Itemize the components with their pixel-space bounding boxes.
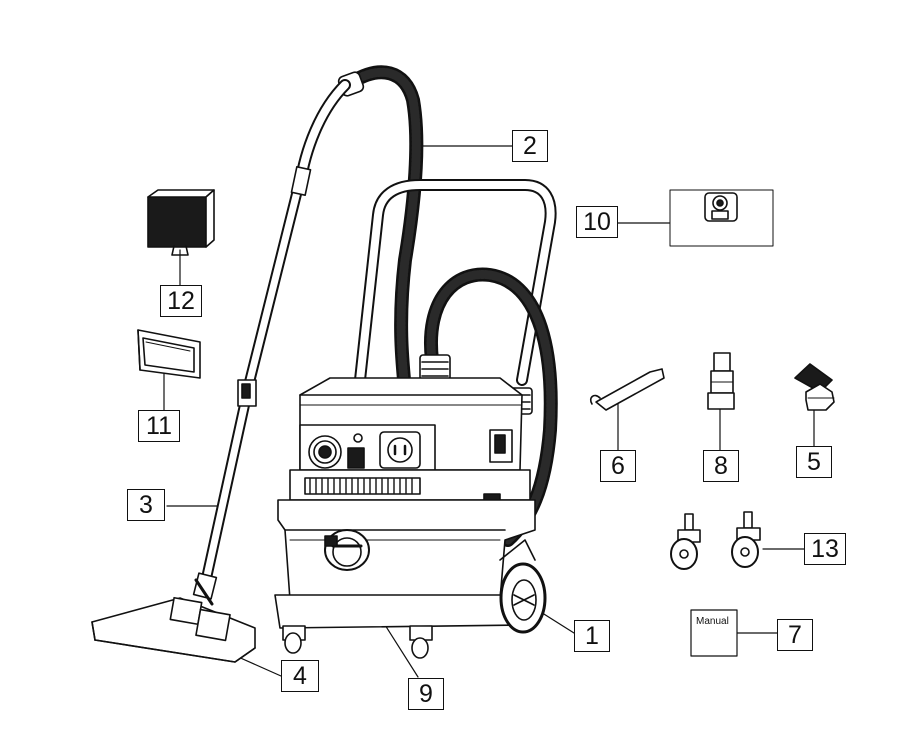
crevice-nozzle-6 [589, 368, 665, 411]
callout-9: 9 [408, 678, 444, 710]
inner-hose [419, 267, 558, 547]
manual-7 [690, 609, 738, 657]
callout-12: 12 [160, 285, 202, 317]
callout-11: 11 [138, 410, 180, 442]
callout-6: 6 [600, 450, 636, 482]
floor-nozzle [91, 578, 256, 663]
brush-nozzle-5 [794, 363, 835, 411]
casters-13 [670, 511, 761, 570]
filter-12 [147, 189, 215, 256]
callout-13: 13 [804, 533, 846, 565]
callout-7: 7 [777, 619, 813, 651]
callout-1: 1 [574, 620, 610, 652]
filter-11 [137, 329, 201, 379]
adapter-8 [707, 352, 735, 410]
callout-3: 3 [127, 489, 165, 521]
suction-tube [192, 79, 351, 600]
dust-bag-10 [669, 189, 774, 247]
trolley-handle [354, 179, 557, 386]
callout-2: 2 [512, 130, 548, 162]
callout-10: 10 [576, 206, 618, 238]
vacuum-body [274, 377, 547, 659]
callout-5: 5 [796, 446, 832, 478]
callout-8: 8 [703, 450, 739, 482]
callout-4: 4 [281, 660, 319, 692]
manual-label: Manual [696, 616, 729, 627]
